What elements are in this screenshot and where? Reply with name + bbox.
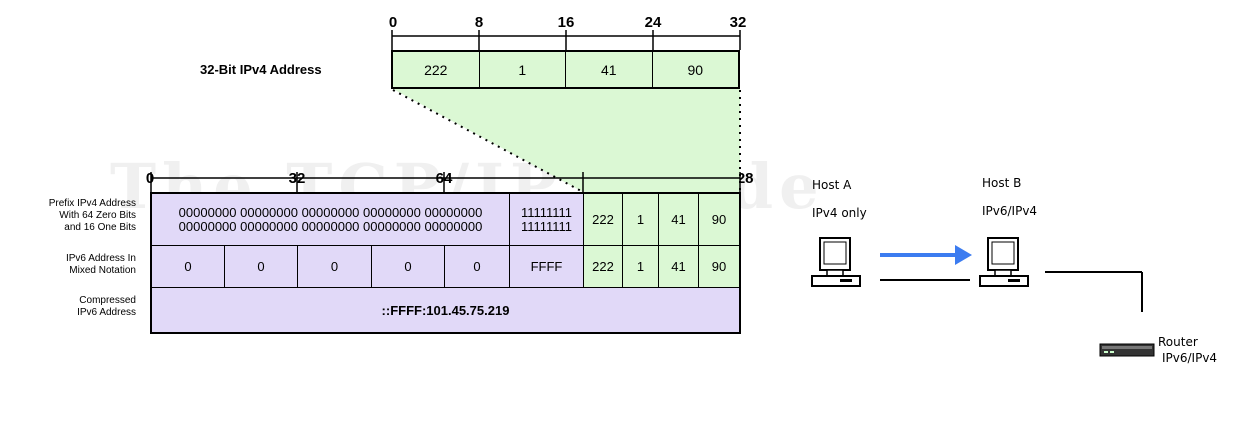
row-label-mixed: IPv6 Address In Mixed Notation: [65, 253, 136, 276]
ipv4-octet-2: 1: [480, 52, 566, 87]
mixed-octet-3: 41: [658, 246, 698, 288]
mixed-group-3: 0: [297, 246, 371, 288]
router-label: Router IPv6/IPv4: [1158, 334, 1217, 366]
ipv4-octet-3: 41: [566, 52, 653, 87]
ipv4-tick-24: 24: [644, 14, 662, 31]
mixed-group-4: 0: [371, 246, 444, 288]
host-a-name: Host A: [812, 178, 852, 192]
ipv4-tick-8: 8: [474, 14, 484, 31]
prefix-octet-4: 90: [698, 194, 739, 246]
prefix-octet-3: 41: [658, 194, 698, 246]
ipv6-ruler: [150, 172, 741, 192]
mixed-group-6: FFFF: [509, 246, 583, 288]
host-b-computer-icon: [979, 237, 1029, 287]
prefix-octet-1: 222: [583, 194, 622, 246]
ipv4-tick-0: 0: [388, 14, 398, 31]
ipv6-address-table: 00000000 00000000 00000000 00000000 0000…: [150, 192, 741, 334]
ipv4-octet-1: 222: [393, 52, 480, 87]
ipv6-tick-0: 0: [145, 170, 155, 187]
host-a-type: IPv4 only: [812, 206, 867, 220]
arrow-right-icon: [880, 245, 972, 265]
ipv4-address-box: 222 1 41 90: [391, 50, 740, 89]
router-name: Router: [1158, 335, 1198, 349]
router-type: IPv6/IPv4: [1162, 351, 1218, 365]
row-label-compressed: Compressed IPv6 Address: [77, 295, 136, 318]
mixed-group-1: 0: [152, 246, 224, 288]
compressed-address: ::FFFF:101.45.75.219: [381, 302, 510, 318]
mixed-octet-2: 1: [622, 246, 658, 288]
ipv4-tick-32: 32: [729, 14, 747, 31]
mixed-group-5: 0: [444, 246, 509, 288]
mixed-group-2: 0: [224, 246, 297, 288]
ipv4-octet-4: 90: [687, 61, 704, 78]
prefix-octet-2: 1: [622, 194, 658, 246]
ipv4-tick-16: 16: [557, 14, 575, 31]
mixed-octet-4: 90: [698, 246, 739, 288]
network-diagram: [811, 237, 1155, 357]
row-label-prefix: Prefix IPv4 Address With 64 Zero Bits an…: [48, 198, 136, 233]
host-a-computer-icon: [811, 237, 861, 287]
one-bits-cell: 11111111 11111111: [509, 194, 583, 246]
host-b-type: IPv6/IPv4: [982, 204, 1038, 218]
mixed-octet-1: 222: [583, 246, 622, 288]
ipv4-title: 32-Bit IPv4 Address: [200, 62, 322, 77]
zero-bits-cell: 00000000 00000000 00000000 00000000 0000…: [152, 194, 509, 246]
ipv4-ruler: [391, 30, 741, 50]
host-b-name: Host B: [982, 176, 1022, 190]
router-icon: [1099, 343, 1155, 357]
